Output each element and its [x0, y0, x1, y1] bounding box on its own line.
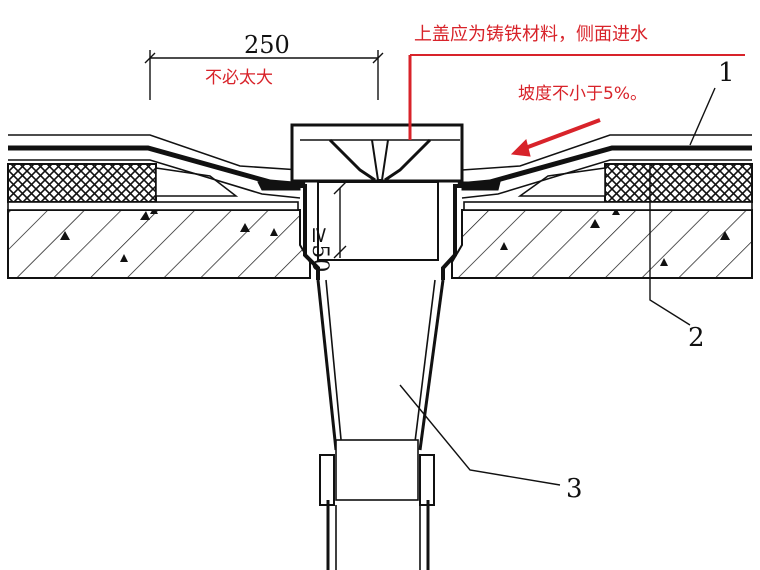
slope-note: 坡度不小于5%。: [518, 84, 647, 104]
callout-2: 2: [688, 323, 705, 353]
dimension-lines: [144, 50, 384, 259]
callout-3: 3: [566, 474, 583, 504]
callout-1: 1: [718, 58, 735, 88]
sump-depth-dimension: ≥50: [307, 226, 332, 273]
roof-drain-body: [257, 123, 501, 280]
flange-width-dimension: 250: [244, 31, 290, 59]
cover-material-note: 上盖应为铸铁材料，侧面进水: [414, 24, 648, 45]
drain-pipe: [316, 279, 445, 570]
annotation-markers: [408, 54, 745, 157]
size-note: 不必太大: [205, 68, 273, 88]
concrete-slab: [7, 207, 753, 279]
insulation-layer: [7, 163, 753, 211]
leader-lines: [399, 87, 716, 486]
